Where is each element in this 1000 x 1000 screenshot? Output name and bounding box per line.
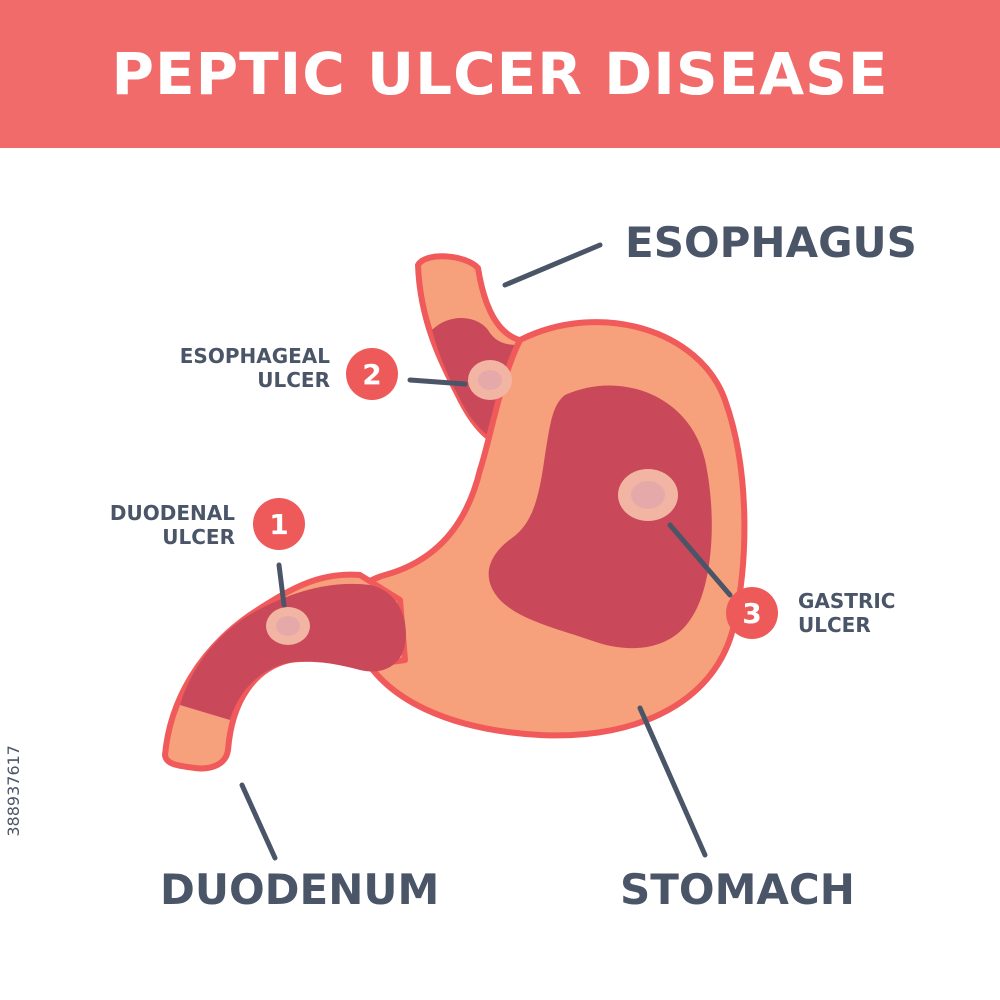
ulcer-badge-1: 1 [253, 498, 305, 550]
stomach-label: STOMACH [620, 865, 855, 914]
esophagus-label: ESOPHAGUS [625, 218, 917, 267]
esophageal-ulcer-spot [468, 360, 512, 400]
page-title: PEPTIC ULCER DISEASE [111, 40, 889, 108]
gastric-ulcer-label-line1: GASTRIC [798, 589, 896, 613]
duodenum-label: DUODENUM [160, 865, 440, 914]
esophageal-ulcer-label: ESOPHAGEAL ULCER [130, 344, 330, 392]
esophageal-ulcer-label-line2: ULCER [257, 367, 330, 392]
gastric-ulcer-label-line2: ULCER [798, 612, 871, 637]
esophageal-ulcer-label-line1: ESOPHAGEAL [179, 344, 330, 368]
duodenal-ulcer-spot [266, 607, 310, 645]
stomach-mucosa-shape [488, 385, 712, 649]
esophageal-ulcer-leader-line [407, 377, 468, 387]
duodenal-ulcer-label: DUODENAL ULCER [35, 501, 235, 549]
gastric-ulcer-spot [618, 469, 678, 521]
ulcer-badge-2: 2 [346, 348, 398, 400]
stomach-leader-line [637, 705, 708, 858]
duodenum-leader-line [239, 782, 278, 861]
stock-id: 388937617 [4, 745, 23, 837]
duodenal-ulcer-label-line1: DUODENAL [109, 501, 235, 525]
title-banner: PEPTIC ULCER DISEASE [0, 0, 1000, 148]
duodenal-ulcer-label-line2: ULCER [162, 524, 235, 549]
gastric-ulcer-label: GASTRIC ULCER [798, 589, 978, 637]
gastric-ulcer-leader-line [667, 522, 733, 598]
ulcer-badge-3: 3 [726, 587, 778, 639]
duodenum-dark-section [180, 583, 406, 720]
duodenal-ulcer-leader-line [276, 562, 287, 608]
esophagus-leader-line [502, 242, 603, 288]
